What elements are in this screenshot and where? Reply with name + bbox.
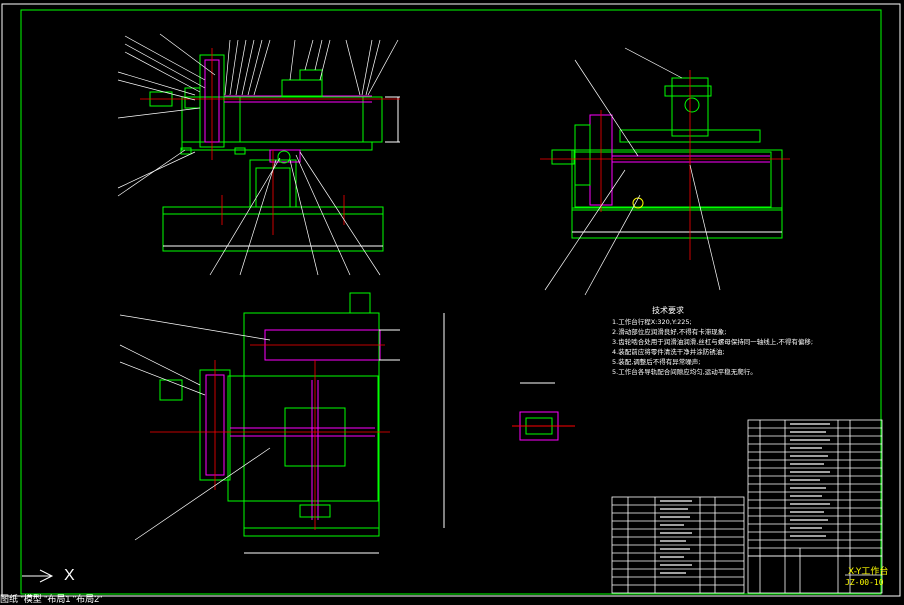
side-view xyxy=(551,77,783,239)
section-detail xyxy=(512,382,575,441)
drawing-frame-inner xyxy=(20,9,882,595)
parts-list-text-marks xyxy=(660,423,830,574)
requirement-item: 2.滑动部位应润滑良好,不得有卡滞现象; xyxy=(612,328,727,336)
front-view-leaders xyxy=(117,33,399,276)
top-view xyxy=(159,292,445,554)
parts-list xyxy=(611,419,883,594)
top-view-leaders xyxy=(119,314,271,541)
layout-tabs-status[interactable]: 图纸 "模型 "布局1 "布局2" xyxy=(0,594,103,604)
technical-requirements-title: 技术要求 xyxy=(652,306,684,315)
ucs-x-label: X xyxy=(64,567,75,584)
ucs-icon xyxy=(22,569,54,583)
technical-requirements: 技术要求 1.工作台行程X:320,Y:225; 2.滑动部位应润滑良好,不得有… xyxy=(612,306,813,377)
requirement-item: 1.工作台行程X:320,Y:225; xyxy=(612,318,692,326)
drawing-title: X-Y工作台 xyxy=(848,567,889,577)
front-view xyxy=(149,54,400,252)
drawing-number: JZ-00-10 xyxy=(845,578,884,587)
top-view-centerlines xyxy=(150,344,390,530)
requirement-item: 5.装配,调整后不得有异常噪声; xyxy=(612,358,701,366)
requirement-item: 4.装配前应将零件清洗干净并涂防锈油; xyxy=(612,348,725,356)
side-view-leaders xyxy=(544,47,721,296)
requirement-item: 3.齿轮啮合处用于润滑油润滑,丝杠与螺母保持同一轴线上,不得有偏移; xyxy=(612,338,814,346)
requirement-item: 5.工作台各导轨配合间隙应均匀,运动平稳无爬行。 xyxy=(612,368,757,376)
drawing-frame-outer xyxy=(1,3,901,597)
